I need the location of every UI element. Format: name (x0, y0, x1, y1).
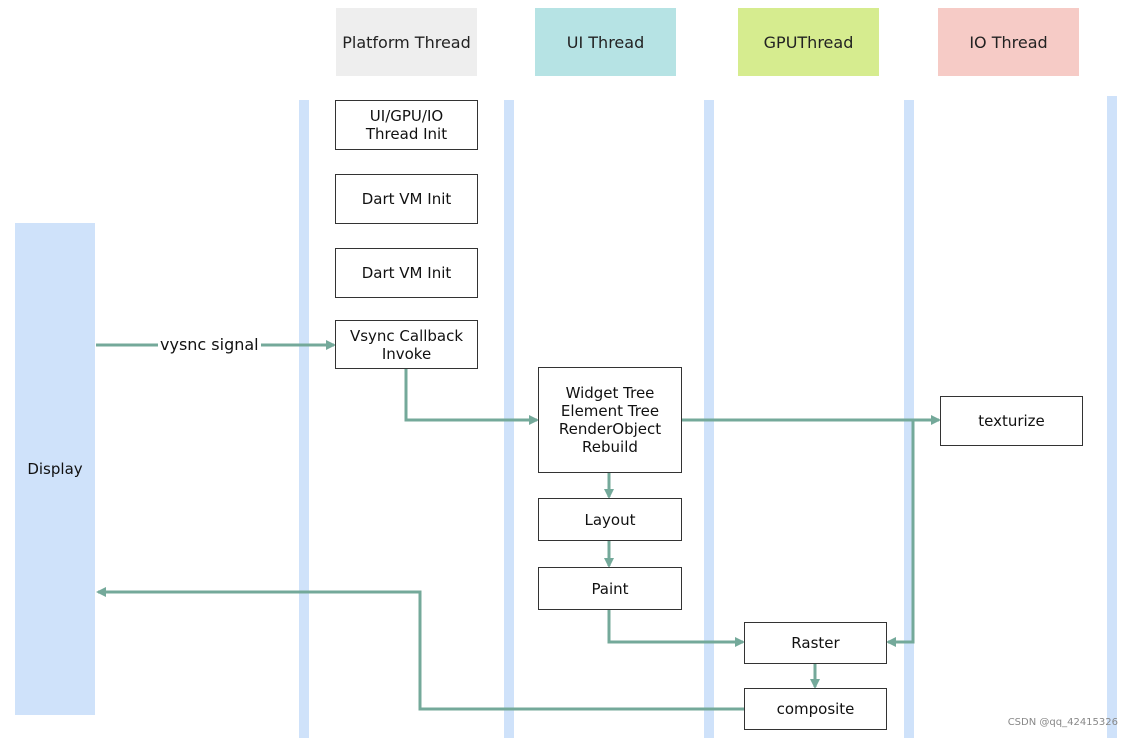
box-dart-vm-init-2: Dart VM Init (335, 248, 478, 298)
arrow-composite-to-display (96, 587, 744, 711)
arrow-texturize-to-raster (886, 420, 915, 647)
header-gpu-thread: GPUThread (738, 8, 879, 76)
box-composite: composite (744, 688, 887, 730)
lane-separator-5 (1107, 96, 1117, 738)
box-layout: Layout (538, 498, 682, 541)
box-texturize: texturize (940, 396, 1083, 446)
watermark: CSDN @qq_42415326 (1007, 717, 1118, 728)
box-dart-vm-init-1: Dart VM Init (335, 174, 478, 224)
box-vsync-callback: Vsync Callback Invoke (335, 320, 478, 369)
display-label: Display (27, 460, 83, 478)
arrow-vsync-to-rebuild (404, 368, 539, 425)
lane-separator-1 (299, 100, 309, 738)
header-ui-thread: UI Thread (535, 8, 676, 76)
box-rebuild: Widget Tree Element Tree RenderObject Re… (538, 367, 682, 473)
header-platform-thread: Platform Thread (336, 8, 477, 76)
box-raster: Raster (744, 622, 887, 664)
box-paint: Paint (538, 567, 682, 610)
display-block: Display (15, 223, 95, 715)
vsync-signal-label: vysnc signal (158, 335, 261, 354)
arrow-paint-to-raster (607, 609, 745, 647)
header-io-thread: IO Thread (938, 8, 1079, 76)
box-thread-init: UI/GPU/IO Thread Init (335, 100, 478, 150)
